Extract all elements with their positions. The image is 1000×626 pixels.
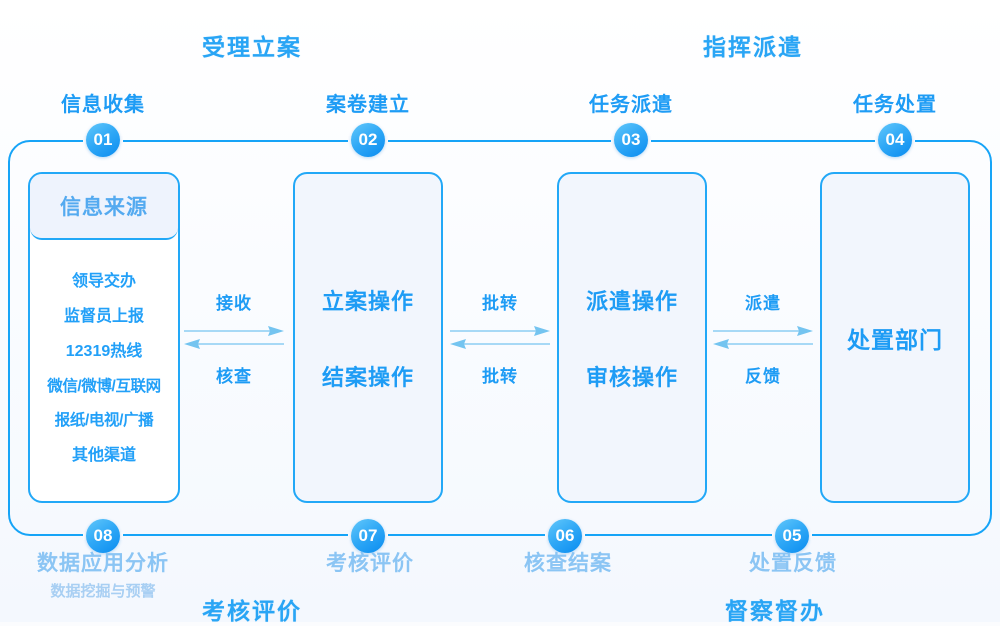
stage-group-08: 数据应用分析 数据挖掘与预警 xyxy=(37,552,169,601)
list-item[interactable]: 微信/微博/互联网 xyxy=(47,377,161,395)
connector-forward-label: 批转 xyxy=(482,294,518,313)
step-badge-04[interactable]: 04 xyxy=(878,123,912,157)
connector-backward-label: 批转 xyxy=(482,367,518,386)
section-title-intake: 受理立案 xyxy=(202,34,302,60)
stage-label-03: 任务派遣 xyxy=(589,94,673,116)
step-badge-06[interactable]: 06 xyxy=(548,519,582,553)
panel-line: 结案操作 xyxy=(321,364,414,390)
section-title-supervision: 督察督办 xyxy=(725,598,825,624)
stage-label-07: 考核评价 xyxy=(326,552,414,575)
step-badge-05[interactable]: 05 xyxy=(775,519,809,553)
stage-group-07: 考核评价 xyxy=(326,552,414,576)
stage-sublabel-08: 数据挖掘与预警 xyxy=(50,582,156,600)
section-title-assessment: 考核评价 xyxy=(202,598,302,624)
step-badge-07[interactable]: 07 xyxy=(351,519,385,553)
information-source-title: 信息来源 xyxy=(60,196,148,219)
step-badge-03[interactable]: 03 xyxy=(614,123,648,157)
step-badge-08[interactable]: 08 xyxy=(86,519,120,553)
list-item[interactable]: 报纸/电视/广播 xyxy=(54,412,154,429)
stage-group-05: 处置反馈 xyxy=(749,552,837,576)
list-item[interactable]: 监督员上报 xyxy=(63,307,144,325)
workflow-rail xyxy=(8,140,992,536)
panel-line: 处置部门 xyxy=(847,326,943,353)
stage-label-01: 信息收集 xyxy=(61,94,145,116)
step-badge-01[interactable]: 01 xyxy=(86,123,120,157)
panel-task-dispatch[interactable]: 派遣操作 审核操作 xyxy=(557,172,707,503)
panel-line: 立案操作 xyxy=(321,288,414,314)
list-item[interactable]: 12319热线 xyxy=(65,342,143,360)
stage-label-06: 核查结案 xyxy=(524,552,612,575)
stage-label-04: 任务处置 xyxy=(853,94,937,116)
panel-line: 审核操作 xyxy=(585,364,678,390)
section-title-dispatch: 指挥派遣 xyxy=(703,34,803,60)
stage-label-08: 数据应用分析 xyxy=(37,552,169,575)
step-badge-02[interactable]: 02 xyxy=(351,123,385,157)
panel-line: 派遣操作 xyxy=(585,288,678,314)
connector-backward-label: 核查 xyxy=(216,367,252,386)
double-arrow-icon xyxy=(184,325,284,351)
panel-information-source[interactable]: 信息来源 领导交办 监督员上报 12319热线 微信/微博/互联网 报纸/电视/… xyxy=(28,172,180,503)
panel-case-filing[interactable]: 立案操作 结案操作 xyxy=(293,172,443,503)
connector-forward-label: 派遣 xyxy=(745,294,781,313)
panel-handling-department[interactable]: 处置部门 xyxy=(820,172,970,503)
connector-backward-label: 反馈 xyxy=(745,367,781,386)
list-item[interactable]: 领导交办 xyxy=(71,272,136,290)
double-arrow-icon xyxy=(450,325,550,351)
information-source-header: 信息来源 xyxy=(30,174,178,240)
double-arrow-icon xyxy=(713,325,813,351)
stage-label-02: 案卷建立 xyxy=(326,94,410,116)
connector-filing-to-dispatch: 批转 批转 xyxy=(448,268,552,408)
information-source-list: 领导交办 监督员上报 12319热线 微信/微博/互联网 报纸/电视/广播 其他… xyxy=(30,240,178,501)
connector-source-to-filing: 接收 核查 xyxy=(182,268,286,408)
connector-forward-label: 接收 xyxy=(216,294,252,313)
stage-group-06: 核查结案 xyxy=(524,552,612,576)
list-item[interactable]: 其他渠道 xyxy=(71,446,136,464)
connector-dispatch-to-department: 派遣 反馈 xyxy=(711,268,815,408)
stage-label-05: 处置反馈 xyxy=(749,552,837,575)
